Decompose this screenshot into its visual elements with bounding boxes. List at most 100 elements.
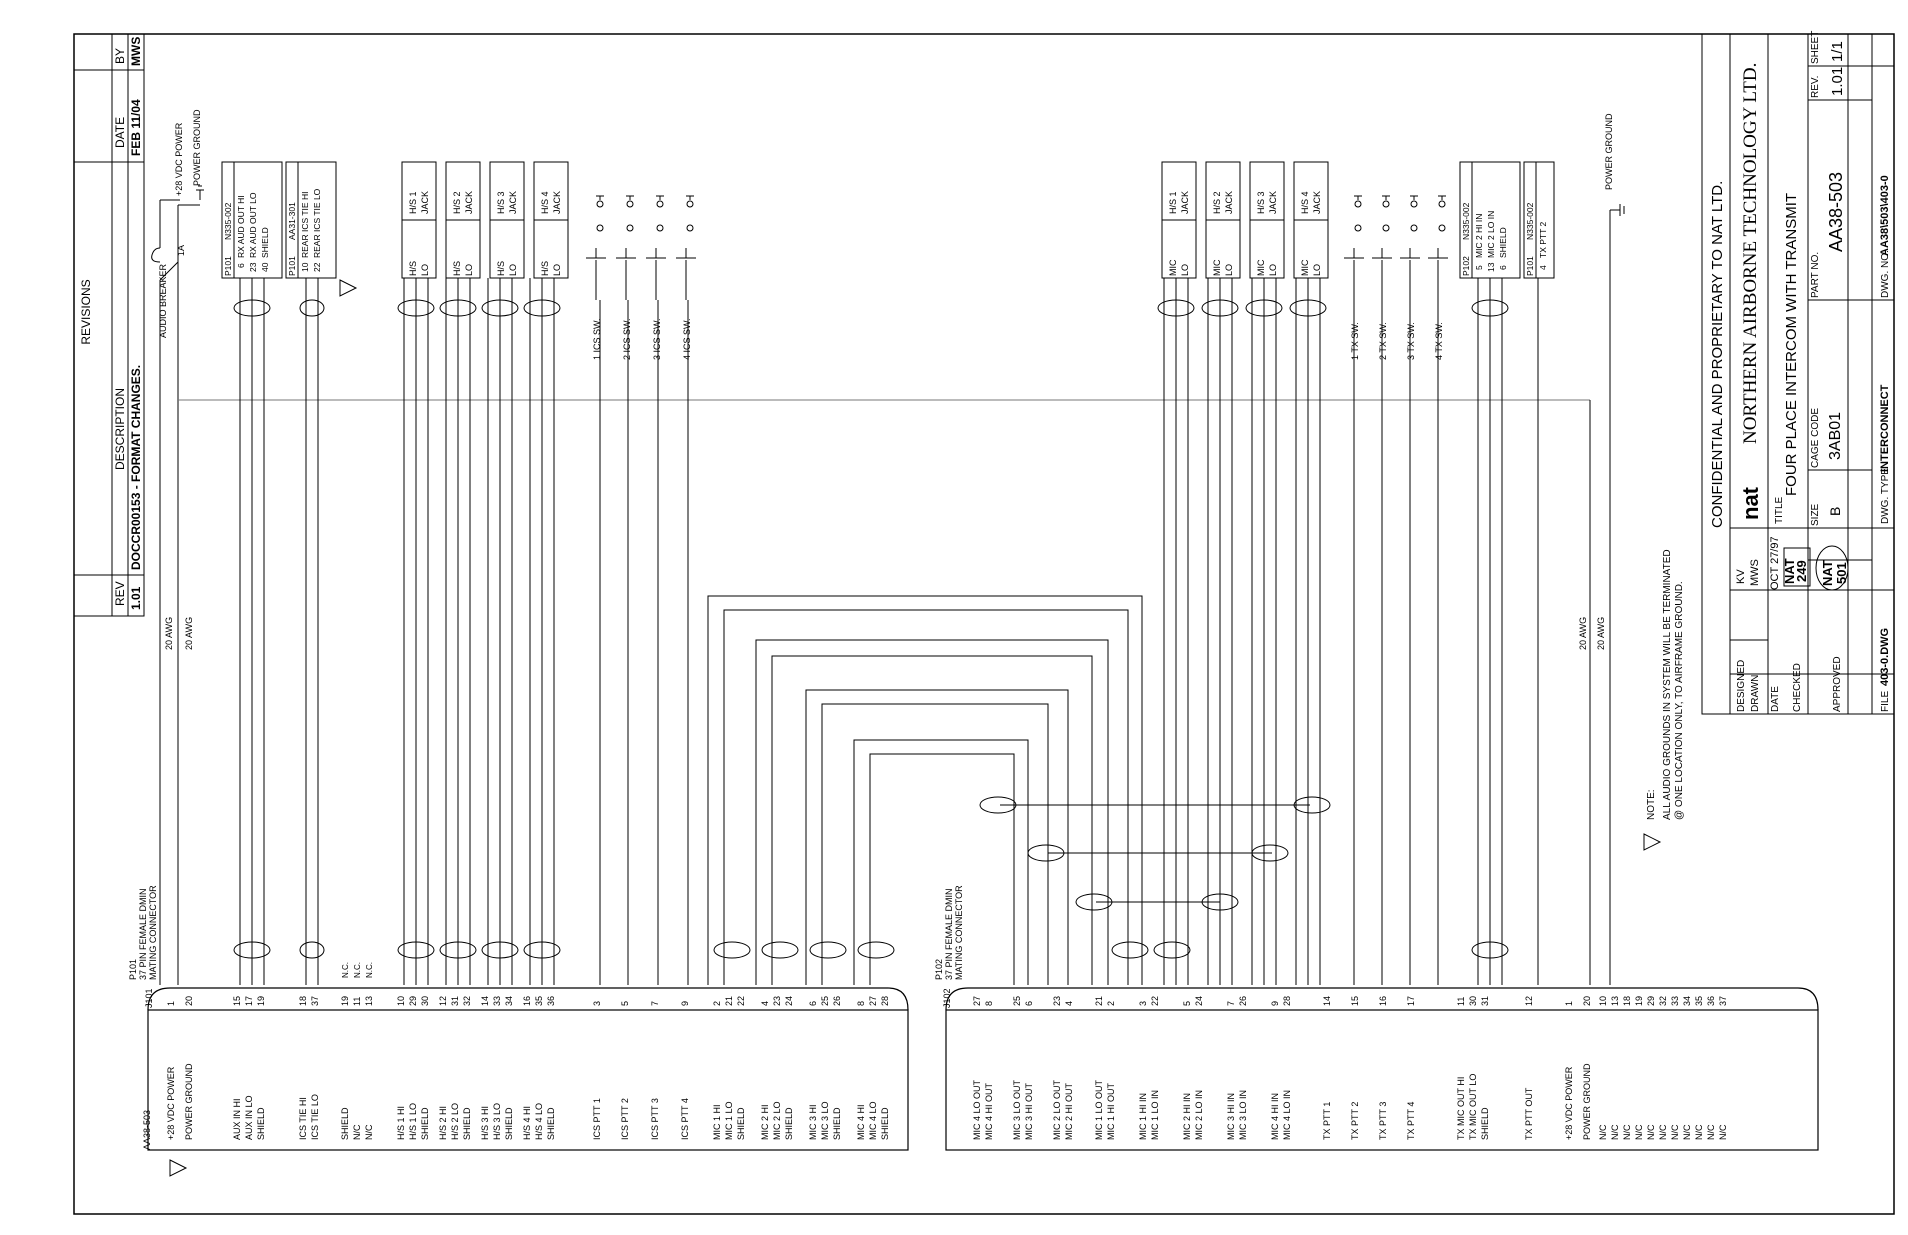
j101-pin-number: 17 [244, 996, 254, 1006]
j101-pin-number: 26 [832, 996, 842, 1006]
jack-box [1249, 161, 1285, 279]
j102-plug: P102 [934, 959, 944, 980]
j101-pin-label: SHIELD [880, 1107, 890, 1140]
designed-label: DESIGNED [1736, 660, 1747, 712]
switch-label: 4 ICS SW. [682, 318, 692, 360]
box-pin: 5 [1474, 265, 1484, 270]
j101-pin-number: 1 [166, 1001, 176, 1006]
box-pin-label: TX PTT 2 [1538, 222, 1548, 258]
revisions-title: REVISIONS [79, 279, 93, 344]
nc-mark: N.C. [353, 962, 362, 978]
j101-pin-number: 8 [856, 1001, 866, 1006]
j102-pin-label: N/C [1706, 1124, 1716, 1140]
part-label: PART NO. [1810, 252, 1821, 298]
description-value: DOCCR00153 - FORMAT CHANGES. [129, 365, 143, 570]
breaker-label: AUDIO BREAKER [158, 263, 168, 338]
j102-pin-label: TX MIC OUT LO [1468, 1074, 1478, 1140]
jack-right-label: H/S 4 [1300, 191, 1310, 214]
jack-left-label: H/S [452, 261, 462, 276]
jack-box [1293, 161, 1329, 279]
j101-pin-number: 34 [504, 996, 514, 1006]
power-ground-label: POWER GROUND [192, 109, 202, 186]
j101-pin-label: SHIELD [832, 1107, 842, 1140]
jack-left-label: LO [420, 264, 430, 276]
j102-pin-label: POWER GROUND [1582, 1063, 1592, 1140]
j101-pin-number: 20 [184, 996, 194, 1006]
rev-label: REV. [1810, 76, 1821, 98]
j101-pin-number: 19 [340, 996, 350, 1006]
j102-pin-number: 7 [1226, 1001, 1236, 1006]
j102-pin-label: MIC 1 LO IN [1150, 1090, 1160, 1140]
jack-left-label: LO [508, 264, 518, 276]
j101-pin-label: SHIELD [784, 1107, 794, 1140]
j101-pin-number: 12 [438, 996, 448, 1006]
j101-pin-number: 7 [650, 1001, 660, 1006]
jack-left-label: LO [1312, 264, 1322, 276]
jack-left-label: H/S [496, 261, 506, 276]
j101-pin-label: SHIELD [736, 1107, 746, 1140]
jack-left-label: LO [1224, 264, 1234, 276]
awg-label: 20 AWG [1596, 617, 1606, 650]
jack-left-label: MIC [1212, 259, 1222, 276]
checked-label: CHECKED [1792, 663, 1803, 712]
j101-pin-label: SHIELD [546, 1107, 556, 1140]
awg-label: 20 AWG [164, 617, 174, 650]
nat-logo: nat [1738, 486, 1763, 520]
jack-box [489, 161, 525, 279]
j102-pin-number: 15 [1350, 996, 1360, 1006]
cage-label: CAGE CODE [1810, 408, 1821, 468]
j101-pin-number: 33 [492, 996, 502, 1006]
j102-pin-label: N/C [1694, 1124, 1704, 1140]
title-label: TITLE [1774, 496, 1785, 524]
j102-pin-label: MIC 3 LO OUT [1012, 1079, 1022, 1140]
switch-icon [1428, 195, 1448, 300]
connector-box-p101-txptt [1523, 161, 1555, 279]
j102-pin-number: 6 [1024, 1001, 1034, 1006]
switch-label: 1 TX SW. [1350, 322, 1360, 360]
box-pin-label: REAR ICS TIE LO [312, 188, 322, 258]
j102-pin-number: 31 [1480, 996, 1490, 1006]
jack-left-label: MIC [1300, 259, 1310, 276]
switch-icon [1372, 195, 1392, 300]
stamp-circle [1783, 545, 1849, 591]
jack-box [401, 161, 437, 279]
j101-pin-label: N/C [364, 1124, 374, 1140]
jack-right-label: H/S 4 [540, 191, 550, 214]
note-line: ALL AUDIO GROUNDS IN SYSTEM WILL BE TERM… [1662, 549, 1673, 820]
j102-pin-number: 4 [1064, 1001, 1074, 1006]
date-col-header: DATE [113, 117, 127, 148]
box-pin-label: SHIELD [1498, 227, 1508, 258]
nc-mark: N.C. [341, 962, 350, 978]
ground-symbol-right [1609, 204, 1625, 985]
j102-pin-label: MIC 2 LO IN [1194, 1090, 1204, 1140]
j101-pin-number: 29 [408, 996, 418, 1006]
power-ground-right-label: POWER GROUND [1604, 113, 1614, 190]
j101-pin-number: 3 [592, 1001, 602, 1006]
j101-pin-label: SHIELD [504, 1107, 514, 1140]
jack-left-label: MIC [1256, 259, 1266, 276]
j102-pin-label: MIC 4 HI OUT [984, 1082, 994, 1140]
j102-pin-label: MIC 2 HI OUT [1064, 1082, 1074, 1140]
switch-icon [676, 195, 696, 300]
box-pin: 10 [300, 262, 310, 272]
j102-ref: J102 [942, 988, 952, 1008]
j101-pin-label: ICS PTT 2 [620, 1098, 630, 1140]
j102-pin-number: 28 [1282, 996, 1292, 1006]
box-pn: N335-002 [223, 202, 233, 240]
dwg-no-value: AA38\503\403-0 [1879, 175, 1891, 256]
j102-pin-label: MIC 3 HI OUT [1024, 1082, 1034, 1140]
size-label: SIZE [1810, 503, 1821, 526]
j101-pin-number: 32 [462, 996, 472, 1006]
j101-pin-number: 19 [256, 996, 266, 1006]
sheet-label: SHEET [1810, 31, 1821, 64]
file-value: 403-0.DWG [1879, 628, 1891, 686]
j101-pin-number: 21 [724, 996, 734, 1006]
j102-pin-number: 10 [1598, 996, 1608, 1006]
box-pin: 13 [1486, 262, 1496, 272]
j102-pin-number: 23 [1052, 996, 1062, 1006]
j102-pin-label: +28 VDC POWER [1564, 1066, 1574, 1140]
j101-plug: P101 [128, 959, 138, 980]
revision-block [73, 33, 145, 617]
j101-pin-label: MIC 4 HI [856, 1104, 866, 1140]
j101-connector [147, 987, 909, 1151]
